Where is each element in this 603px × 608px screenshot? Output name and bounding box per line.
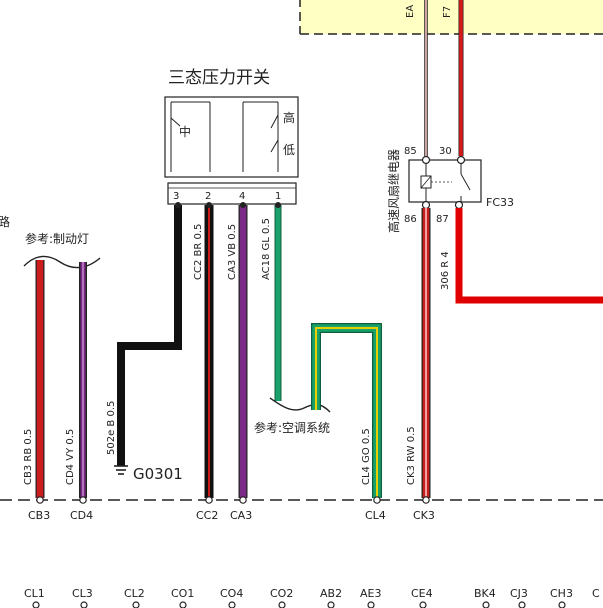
switch-pin4-node [240,202,246,208]
relay-pin-30: 30 [439,146,452,157]
bottom-connector: CJ3 [510,587,528,600]
ac-system-ref: 参考:空调系统 [254,420,330,435]
relay-title: 高速风扇继电器 [386,149,401,233]
wire-label-cb3: CB3 RB 0.5 [23,429,34,485]
bottom-connector: CO1 [171,587,194,600]
bottom-connector: CO2 [270,587,293,600]
wire-cc2: CC2 BR 0.5 [193,205,214,498]
relay-top-wires [424,0,464,156]
ac-break-wave [269,397,331,413]
terminal-ck3 [422,496,430,504]
wire-label-306: 306 R 4 [440,251,451,290]
connector-ca3: CA3 [230,509,252,522]
connector-cb3: CB3 [28,509,50,522]
brake-light-ref: 参考:制动灯 [25,231,89,246]
pressure-switch: 三态压力开关 中 高 低 3 2 4 1 [164,68,299,205]
wire-label-cc2: CC2 BR 0.5 [193,224,204,280]
switch-low-label: 低 [283,143,295,157]
wire-label-502e: 502e B 0.5 [106,401,117,455]
switch-mid-label: 中 [179,124,191,139]
switch-pin-4: 4 [239,191,245,202]
bottom-connector: CE4 [411,587,433,600]
bottom-connector: CH3 [550,587,573,600]
wire-ck3: CK3 RW 0.5 [406,208,431,498]
connector-ck3: CK3 [413,509,435,522]
wire-terminals [36,496,430,504]
bottom-connector: AB2 [320,587,342,600]
bottom-connector: C [592,587,600,600]
switch-pin-1: 1 [275,191,281,202]
bottom-connector: CL1 [24,587,45,600]
bottom-connector: CL3 [72,587,93,600]
bottom-connector: AE3 [360,587,381,600]
relay-pin-87: 87 [436,214,449,225]
terminal-cd4 [79,496,87,504]
connector-cc2: CC2 [196,509,218,522]
terminal-cc2 [205,496,213,504]
switch-title: 三态压力开关 [168,68,270,88]
relay-fc33: 高速风扇继电器 85 30 FC33 86 87 [386,146,514,233]
bottom-connector: BK4 [474,587,496,600]
relay-name: FC33 [486,196,514,209]
bottom-connector: CO4 [220,587,243,600]
switch-pin1-node [275,202,281,208]
switch-pin3-node [175,202,181,208]
bottom-connector-row: CL1 CL3 CL2 CO1 CO4 CO2 AB2 AE3 CE4 BK4 … [24,587,600,608]
connector-cd4: CD4 [70,509,93,522]
brake-break-wave [23,255,101,269]
wire-cb3: CB3 RB 0.5 [23,260,45,498]
switch-pin-2: 2 [205,191,211,202]
switch-pin-3: 3 [173,191,179,202]
wire-cl4: CL4 GO 0.5 [311,323,382,498]
top-pin-f7: F7 [442,6,453,18]
ground-label: G0301 [133,465,183,483]
bottom-connector: CL2 [124,587,145,600]
relay-pin-85: 85 [404,146,417,157]
wire-label-ck3: CK3 RW 0.5 [406,426,417,485]
wire-306: 306 R 4 [440,208,603,304]
wire-cd4: CD4 VY 0.5 [65,262,87,498]
wire-ac18: AC18 GL 0.5 [261,205,282,401]
terminal-cl4 [373,496,381,504]
top-pin-ea: EA [405,5,416,18]
switch-high-label: 高 [283,110,295,125]
terminal-cb3 [36,496,44,504]
relay-pin-86: 86 [404,214,417,225]
terminal-ca3 [239,496,247,504]
wire-502e: 502e B 0.5 G0301 [106,205,183,483]
connector-cl4: CL4 [365,509,386,522]
switch-pin2-node [206,202,212,208]
wire-label-ca3: CA3 VB 0.5 [227,224,238,280]
wire-label-cd4: CD4 VY 0.5 [65,429,76,485]
left-edge-ref: 路 [0,214,10,229]
wire-label-ac18: AC18 GL 0.5 [261,218,272,280]
wire-label-cl4: CL4 GO 0.5 [361,428,372,485]
wire-ca3: CA3 VB 0.5 [227,205,248,498]
top-module: EA F7 [299,0,603,35]
